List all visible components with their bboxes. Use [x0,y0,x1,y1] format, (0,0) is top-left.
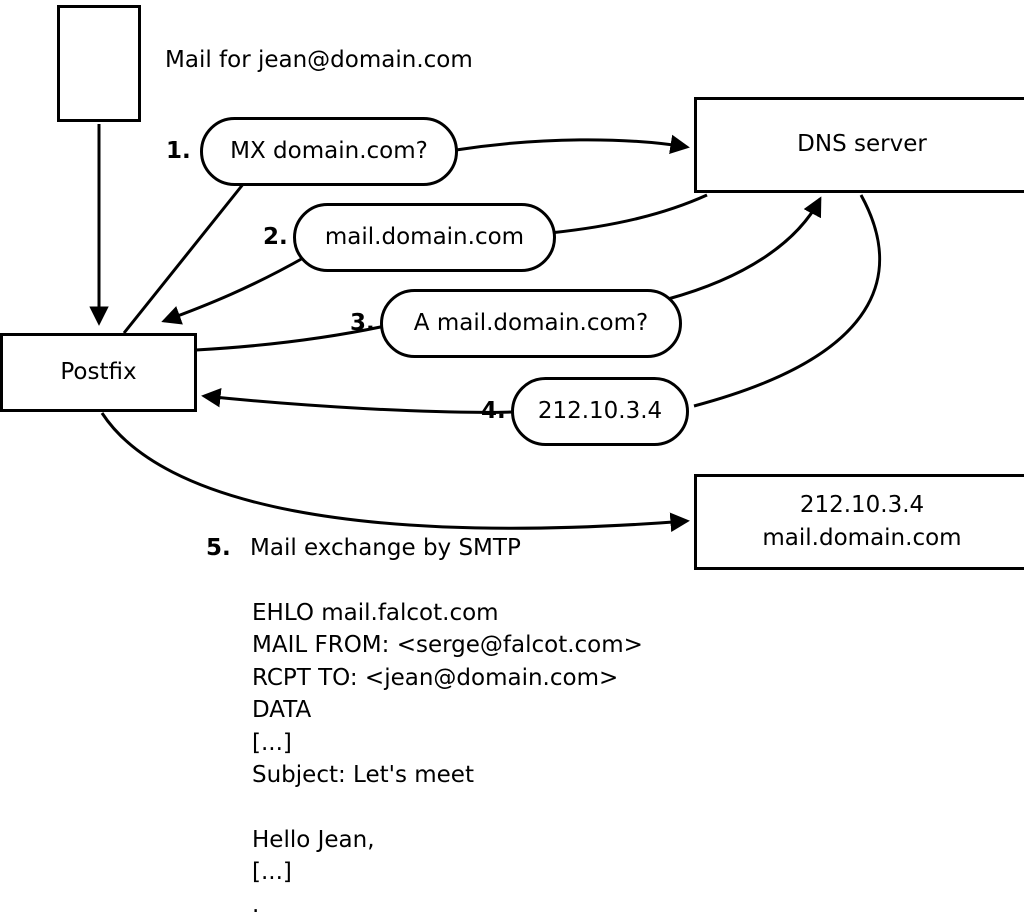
step5-label: Mail exchange by SMTP [250,535,521,561]
step2-number: 2. [263,224,288,250]
smtp-line-ehlo: EHLO mail.falcot.com [252,600,499,626]
step1-query-pill: MX domain.com? [200,117,458,186]
smtp-line-data: DATA [252,697,312,724]
arrow-a-query-to-dns [667,196,822,301]
arrow-postfix-to-mailserver [100,412,690,532]
dns-server-box: DNS server [694,97,1024,193]
dns-server-label: DNS server [797,131,927,158]
smtp-line-rcpt-to: RCPT TO: <jean@domain.com> [252,664,619,691]
mail-message-icon [57,5,141,122]
arrow-a-reply-to-postfix [201,388,513,414]
step4-number: 4. [481,398,506,424]
postfix-label: Postfix [60,358,137,385]
smtp-line-ellipsis-1: [...] [252,729,292,756]
step5-number: 5. [206,535,231,561]
line-postfix-to-mx-query [122,177,250,334]
mail-for-label: Mail for jean@domain.com [165,47,473,73]
smtp-line-hello: Hello Jean, [252,826,375,853]
arrow-mx-reply-to-postfix [161,255,306,325]
smtp-line-end-dot: . [252,891,260,918]
smtp-line-blank [252,791,643,823]
postfix-box: Postfix [0,333,197,412]
step1-number: 1. [166,138,191,164]
step3-number: 3. [350,310,375,336]
smtp-session-block: EHLO mail.falcot.com MAIL FROM: <serge@f… [252,597,643,919]
line-dns-to-a-reply [693,194,882,408]
mail-server-hostname: mail.domain.com [762,525,962,551]
step2-reply-pill: mail.domain.com [293,203,556,272]
smtp-line-subject: Subject: Let's meet [252,761,474,788]
step4-reply-text: 212.10.3.4 [537,397,663,424]
line-dns-to-mx-reply [549,193,708,235]
step3-query-pill: A mail.domain.com? [380,289,682,358]
smtp-line-mail-from: MAIL FROM: <serge@falcot.com> [252,632,643,659]
step2-reply-text: mail.domain.com [324,223,525,250]
step3-query-text: A mail.domain.com? [413,309,649,336]
step4-reply-pill: 212.10.3.4 [511,377,689,446]
step1-query-text: MX domain.com? [230,137,428,164]
mail-server-ip: 212.10.3.4 [799,492,925,518]
line-postfix-to-a-query [195,323,391,352]
mail-server-box: 212.10.3.4 mail.domain.com [694,474,1024,570]
smtp-line-ellipsis-2: [...] [252,859,292,886]
arrow-mx-query-to-dns [455,134,690,154]
